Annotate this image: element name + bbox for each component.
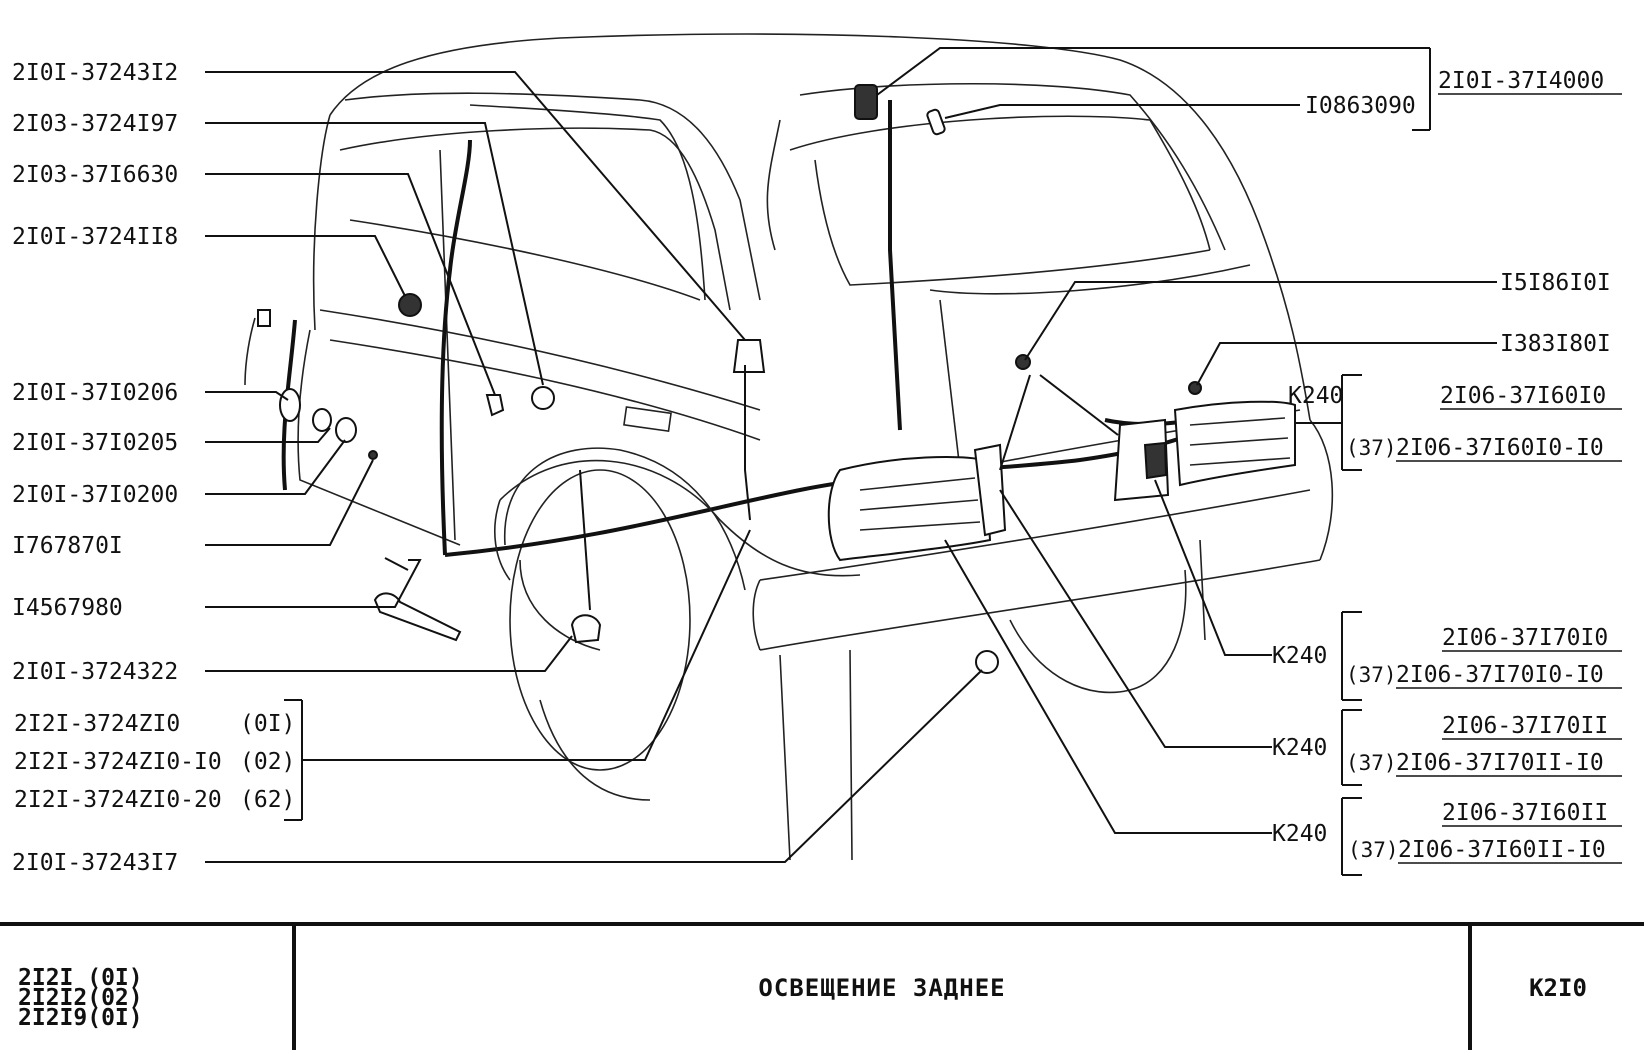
socket-part bbox=[570, 614, 602, 644]
lamp-lens-part bbox=[312, 408, 332, 432]
screw-part bbox=[368, 450, 378, 460]
grommet-part bbox=[531, 386, 555, 410]
variant-main-label: 2I06-37I70I0 bbox=[1442, 625, 1608, 651]
left-part-labels: 2I0I-37243I2 2I03-3724I97 2I03-37I6630 2… bbox=[12, 60, 178, 685]
part-number-label: 2I0I-37I0200 bbox=[12, 482, 178, 508]
variant-prefix-label: (37) bbox=[1346, 663, 1397, 687]
car-body-drawing bbox=[281, 33, 1334, 861]
right-lamp-gasket-part bbox=[1113, 418, 1170, 502]
part-number-label: I0863090 bbox=[1305, 93, 1416, 119]
connector-part bbox=[257, 309, 271, 327]
variant-prefix-label: (37) bbox=[1346, 436, 1397, 460]
model-item: 2I2I2(02) bbox=[18, 985, 143, 1011]
harness-variant-labels: 2I2I-3724ZI0 (0I) 2I2I-3724ZI0-I0 (02) 2… bbox=[14, 711, 295, 813]
lamp-housing-part bbox=[279, 388, 301, 422]
k-code-label: К240 bbox=[1272, 735, 1327, 761]
lamp-bulb-part bbox=[926, 108, 946, 136]
door-switch-part bbox=[485, 394, 505, 417]
variant-alt-label: 2I06-37I70I0-I0 bbox=[1396, 662, 1604, 688]
sheet-title-cell: ОСВЕЩЕНИЕ ЗАДНЕЕ bbox=[296, 926, 1472, 1050]
harness-variant-label: 2I2I-3724ZI0-20 bbox=[14, 787, 222, 813]
part-number-label: I767870I bbox=[12, 533, 123, 559]
grommet-part bbox=[975, 650, 999, 674]
right-tail-lamp-part bbox=[1173, 400, 1296, 487]
part-number-label: I5I86I0I bbox=[1500, 270, 1611, 296]
variant-main-label: 2I06-37I60II bbox=[1442, 800, 1608, 826]
harness-clamp-part bbox=[373, 592, 462, 642]
part-number-label: 2I0I-37243I2 bbox=[12, 60, 178, 86]
k-code-label: К240 bbox=[1288, 383, 1343, 409]
variant-main-label: 2I06-37I60I0 bbox=[1440, 383, 1606, 409]
right-variant-group: К240 2I06-37I60I0 (37) 2I06-37I60I0-I0 bbox=[1288, 383, 1622, 462]
part-number-label: 2I0I-37I0205 bbox=[12, 430, 178, 456]
k-code-label: К240 bbox=[1272, 821, 1327, 847]
lamp-socket-part bbox=[1143, 441, 1168, 480]
model-item: 2I2I (0I) bbox=[18, 965, 143, 991]
part-number-label: 2I03-3724I97 bbox=[12, 111, 178, 137]
right-variant-group: К240 2I06-37I60II (37) 2I06-37I60II-I0 bbox=[1272, 800, 1622, 864]
k-code-label: К240 bbox=[1272, 643, 1327, 669]
part-number-label: 2I0I-3724322 bbox=[12, 659, 178, 685]
part-number-label: I383I80I bbox=[1500, 331, 1611, 357]
left-tail-lamp-part bbox=[827, 456, 992, 562]
assembly-number-label: 2I0I-37I4000 bbox=[1438, 68, 1604, 94]
rear-lighting-diagram: 2I0I-37243I2 2I03-3724I97 2I03-37I6630 2… bbox=[12, 33, 1622, 876]
parts-drawing bbox=[244, 84, 1296, 674]
part-number-label: 2I0I-3724II8 bbox=[12, 224, 178, 250]
part-number-label: 2I0I-37I0206 bbox=[12, 380, 178, 406]
part-number-label: I4567980 bbox=[12, 595, 123, 621]
harness-variant-suffix: (0I) bbox=[240, 711, 295, 737]
lamp-body-part bbox=[335, 417, 357, 443]
sheet-code: К2I0 bbox=[1529, 974, 1587, 1002]
roof-lamp-part bbox=[854, 84, 878, 120]
model-item: 2I2I9(0I) bbox=[18, 1005, 143, 1031]
variant-alt-label: 2I06-37I60II-I0 bbox=[1398, 837, 1606, 863]
right-variant-group: К240 2I06-37I70I0 (37) 2I06-37I70I0-I0 bbox=[1272, 625, 1622, 689]
part-number-label: 2I03-37I6630 bbox=[12, 162, 178, 188]
leader-lines bbox=[205, 47, 1497, 876]
sheet-code-cell: К2I0 bbox=[1472, 926, 1644, 1050]
right-variant-group: К240 2I06-37I70II (37) 2I06-37I70II-I0 bbox=[1272, 713, 1622, 777]
variant-main-label: 2I06-37I70II bbox=[1442, 713, 1608, 739]
nut-part bbox=[1188, 381, 1202, 395]
harness-variant-label: 2I2I-3724ZI0-I0 bbox=[14, 749, 222, 775]
sheet-title: ОСВЕЩЕНИЕ ЗАДНЕЕ bbox=[758, 974, 1006, 1002]
variant-alt-label: 2I06-37I70II-I0 bbox=[1396, 750, 1604, 776]
grommet-part bbox=[398, 293, 422, 317]
model-list: 2I2I (0I) 2I2I2(02) 2I2I9(0I) bbox=[0, 926, 296, 1050]
variant-alt-label: 2I06-37I60I0-I0 bbox=[1396, 435, 1604, 461]
bulb-holder-part bbox=[732, 339, 766, 373]
harness-variant-suffix: (62) bbox=[240, 787, 295, 813]
harness-variant-label: 2I2I-3724ZI0 bbox=[14, 711, 180, 737]
part-number-label: 2I0I-37243I7 bbox=[12, 850, 178, 876]
variant-prefix-label: (37) bbox=[1346, 751, 1397, 775]
variant-prefix-label: (37) bbox=[1348, 838, 1399, 862]
left-lamp-gasket-part bbox=[973, 443, 1007, 537]
title-block: 2I2I (0I) 2I2I2(02) 2I2I9(0I) ОСВЕЩЕНИЕ … bbox=[0, 922, 1644, 1050]
harness-variant-suffix: (02) bbox=[240, 749, 295, 775]
